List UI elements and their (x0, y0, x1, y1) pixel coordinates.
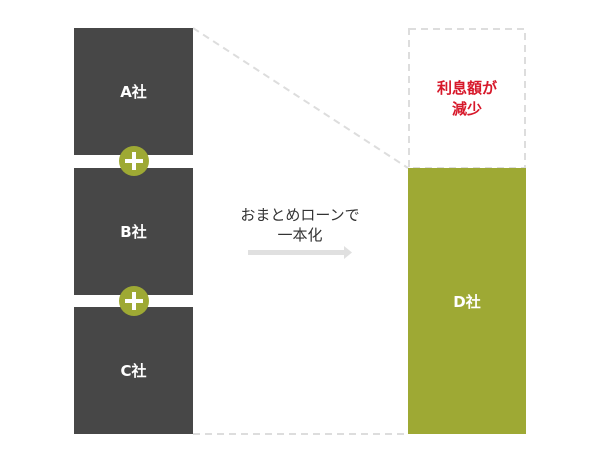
consolidation-label: おまとめローンで 一本化 (240, 206, 360, 244)
company-a-block: A社 (74, 28, 193, 155)
plus-icon (119, 146, 149, 176)
plus-icon (119, 286, 149, 316)
top-dashed-line (192, 27, 409, 169)
interest-reduced-label: 利息額が 減少 (436, 79, 497, 118)
company-d-block: D社 (408, 168, 526, 434)
arrow-icon (248, 246, 352, 259)
company-c-block: C社 (74, 307, 193, 434)
company-b-block: B社 (74, 168, 193, 295)
